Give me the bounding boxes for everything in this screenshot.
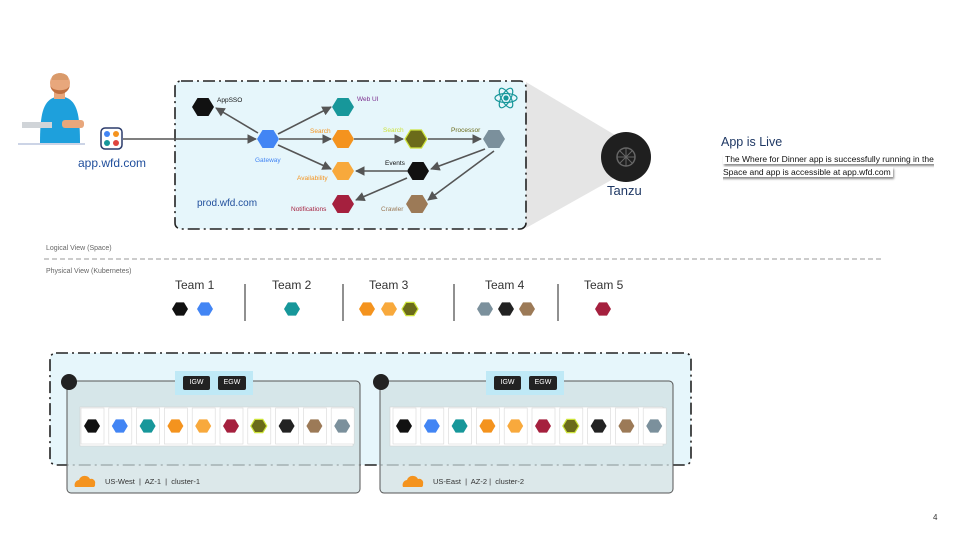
team-label-5: Team 5 xyxy=(584,278,624,292)
team-4-service-icon xyxy=(498,302,514,316)
developer-avatar xyxy=(18,73,85,145)
cluster-1-pod-icon xyxy=(139,419,156,433)
cluster-2-pod-icon xyxy=(479,419,496,433)
cluster-2-label: US-East | AZ-2 | cluster-2 xyxy=(433,477,525,486)
crawler-node xyxy=(406,195,428,213)
node-label-search-proc: Search xyxy=(383,127,404,134)
team-3-service-icon xyxy=(401,301,419,317)
cluster-1-pod-icon xyxy=(306,419,323,433)
callout-title: App is Live xyxy=(721,135,783,149)
cluster-2-pod-icon xyxy=(535,419,551,433)
gateway-node xyxy=(257,130,279,148)
cluster-1-pod-icon xyxy=(223,419,239,433)
search-processor-node xyxy=(404,129,428,149)
team-hexagons xyxy=(172,301,611,317)
team-label-3: Team 3 xyxy=(369,278,409,292)
node-label-availability: Availability xyxy=(297,175,328,182)
cluster-2-pod-icon xyxy=(590,419,607,433)
cluster-1-egw: EGW xyxy=(218,376,246,390)
cluster-2-pod-icon xyxy=(618,419,635,433)
team-2-service-icon xyxy=(284,302,300,316)
cluster-1-pod-icon xyxy=(167,419,184,433)
events-node xyxy=(407,162,429,180)
team-label-4: Team 4 xyxy=(485,278,525,292)
node-label-webui: Web UI xyxy=(357,96,379,103)
team-label-2: Team 2 xyxy=(272,278,312,292)
team-4-service-icon xyxy=(477,302,493,316)
cluster-2-pod-icon xyxy=(423,419,440,433)
prod-url: prod.wfd.com xyxy=(197,198,257,209)
cluster-1-pod-icon xyxy=(111,419,128,433)
team-3-service-icon xyxy=(359,302,375,316)
callout-text: The Where for Dinner app is successfully… xyxy=(723,153,953,178)
cluster-2-igw: IGW xyxy=(494,376,521,390)
cluster-1-pod-icon xyxy=(334,419,351,433)
service-nodes xyxy=(192,98,505,213)
cluster-2-egw: EGW xyxy=(529,376,557,390)
physical-view-label: Physical View (Kubernetes) xyxy=(46,268,131,275)
node-label-gateway: Gateway xyxy=(255,157,281,164)
cluster-1-label: US-West | AZ-1 | cluster-1 xyxy=(105,477,201,486)
react-icon xyxy=(494,87,518,109)
cluster-2-pod-icon xyxy=(562,418,580,434)
page-number: 4 xyxy=(933,513,938,522)
node-label-events: Events xyxy=(385,160,406,167)
callout-body: The Where for Dinner app is successfully… xyxy=(723,154,934,177)
logical-view-label: Logical View (Space) xyxy=(46,245,112,252)
cluster-2-pod-icon xyxy=(451,419,468,433)
cluster-1-pod-icon xyxy=(84,419,100,433)
connectors xyxy=(123,106,495,201)
search-node xyxy=(332,130,354,148)
node-label-processor: Processor xyxy=(451,127,481,134)
app-icon xyxy=(100,127,123,150)
team-1-service-icon xyxy=(197,302,213,316)
team-1-service-icon xyxy=(172,302,188,316)
tanzu-label: Tanzu xyxy=(607,183,642,198)
team-4-service-icon xyxy=(519,302,535,316)
appsso-node xyxy=(192,98,214,116)
node-label-search: Search xyxy=(310,128,331,135)
processor-node xyxy=(483,130,505,148)
notifications-node xyxy=(332,195,354,213)
node-label-crawler: Crawler xyxy=(381,206,404,213)
node-label-appsso: AppSSO xyxy=(217,97,242,104)
team-3-service-icon xyxy=(381,302,397,316)
cluster-1-igw: IGW xyxy=(183,376,210,390)
cluster-2-pod-icon xyxy=(646,419,663,433)
app-url: app.wfd.com xyxy=(78,156,146,170)
webui-node xyxy=(332,98,354,116)
cluster-2-pod-icon xyxy=(396,419,412,433)
availability-node xyxy=(332,162,354,180)
cloud-icon xyxy=(402,475,424,487)
zoom-cone xyxy=(526,82,615,228)
team-separators xyxy=(244,284,559,321)
pod-groups xyxy=(80,407,667,445)
team-5-service-icon xyxy=(595,302,611,316)
tanzu-icon xyxy=(601,132,651,182)
cluster-2-pod-icon xyxy=(507,419,524,433)
node-label-notifications: Notifications xyxy=(291,206,327,213)
cluster-1-pod-icon xyxy=(250,418,268,434)
cloud-icon xyxy=(74,475,96,487)
cluster-1-pod-icon xyxy=(278,419,295,433)
cluster-1-pod-icon xyxy=(195,419,212,433)
team-label-1: Team 1 xyxy=(175,278,215,292)
